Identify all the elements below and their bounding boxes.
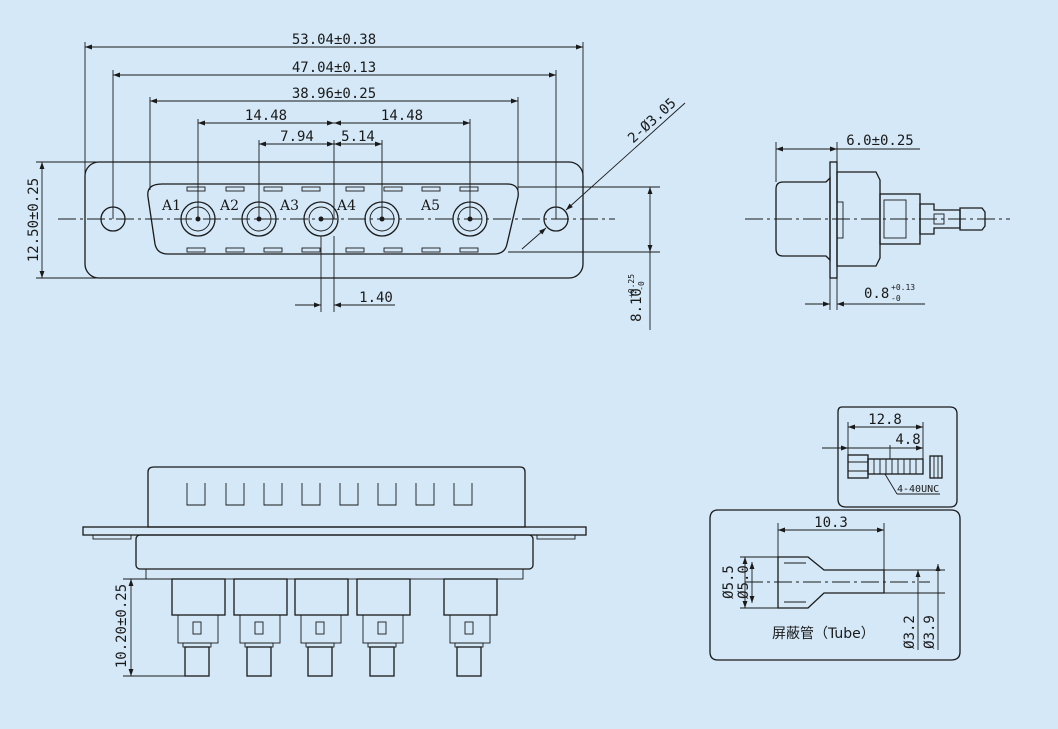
- bottom-pin-a5: [443, 578, 498, 677]
- side-shell: [775, 176, 831, 262]
- dim-shell-height-tol-plus: +0.25: [627, 274, 636, 298]
- screw-detail: 12.8 4.8 4-40UNC: [822, 406, 958, 508]
- dim-shell-width: 38.96±0.25: [292, 86, 376, 102]
- dim-overall-width: 53.04±0.38: [292, 32, 376, 48]
- side-body: [836, 171, 881, 267]
- dim-contact-pitch-mid-right: 5.14: [341, 129, 375, 145]
- dim-tube-inner-small: Ø3.2: [902, 615, 918, 649]
- bottom-pin-a4: [356, 578, 411, 677]
- bottom-slots: [186, 483, 473, 506]
- bottom-pin-a1: [171, 578, 226, 677]
- bottom-flange: [82, 526, 587, 536]
- tube-detail: 10.3 Ø5.5 Ø5.0 Ø3.2 Ø3.9 屏蔽管（Tube）: [709, 509, 961, 661]
- dim-contact-pitch-left: 14.48: [245, 108, 287, 124]
- pin-label-a2: A2: [219, 198, 239, 214]
- side-tip: [959, 207, 986, 231]
- screw-shank: [867, 458, 924, 475]
- dim-contact-pitch-mid-left: 7.94: [280, 129, 314, 145]
- dim-tube-length: 10.3: [814, 515, 848, 531]
- dim-flange-thickness-main: 0.8: [864, 286, 889, 302]
- dim-flange-thickness-tol-plus: +0.13: [891, 283, 915, 292]
- screw-head: [847, 454, 869, 479]
- dim-flange-thickness-tol-minus: -0: [891, 294, 901, 303]
- bottom-body: [135, 534, 534, 570]
- contact-slots-bottom: [186, 247, 479, 253]
- bottom-view: 10.20±0.25: [82, 466, 587, 677]
- side-view: 6.0±0.25 0.8 +0.13 -0: [745, 133, 1010, 310]
- bottom-pin-a3: [294, 578, 349, 677]
- dim-tube-outer-small: Ø3.9: [922, 615, 938, 649]
- screw-detail-frame: [837, 406, 958, 508]
- dim-shell-height-main: 8.10: [629, 288, 645, 322]
- dim-contact-pitch-right: 14.48: [381, 108, 423, 124]
- tube-detail-frame: [709, 509, 961, 661]
- pin-label-a1: A1: [161, 198, 181, 214]
- pin-label-a5: A5: [420, 198, 440, 214]
- dim-screw-length: 12.8: [868, 412, 902, 428]
- dim-shell-height-tol-minus: -0: [637, 281, 646, 291]
- screw-thread: [873, 459, 917, 474]
- dim-hole-diameter: 2-Ø3.05: [625, 95, 680, 146]
- thread-spec: 4-40UNC: [897, 484, 939, 495]
- dim-pin-length: 10.20±0.25: [114, 584, 130, 668]
- pin-label-a3: A3: [279, 198, 299, 214]
- contact-slots-top: [186, 186, 479, 192]
- front-view: A1 A2 A3 A4 A5 53.04±0.38 47.04±0.13 38.…: [26, 32, 686, 330]
- dim-offset: 1.40: [359, 290, 393, 306]
- tube-outline: [777, 556, 885, 609]
- dim-flange-height: 12.50±0.25: [26, 178, 42, 262]
- dim-thread-length: 4.8: [895, 432, 920, 448]
- dim-depth: 6.0±0.25: [846, 133, 913, 149]
- dim-mount-hole-pitch: 47.04±0.13: [292, 60, 376, 76]
- pin-label-a4: A4: [336, 198, 356, 214]
- bottom-pin-a2: [233, 578, 288, 677]
- screw-nut: [929, 455, 943, 479]
- tube-caption: 屏蔽管（Tube）: [772, 626, 875, 642]
- side-flange: [829, 161, 838, 279]
- dim-tube-inner-large: Ø5.0: [736, 565, 752, 599]
- dim-tube-outer-large: Ø5.5: [721, 565, 737, 599]
